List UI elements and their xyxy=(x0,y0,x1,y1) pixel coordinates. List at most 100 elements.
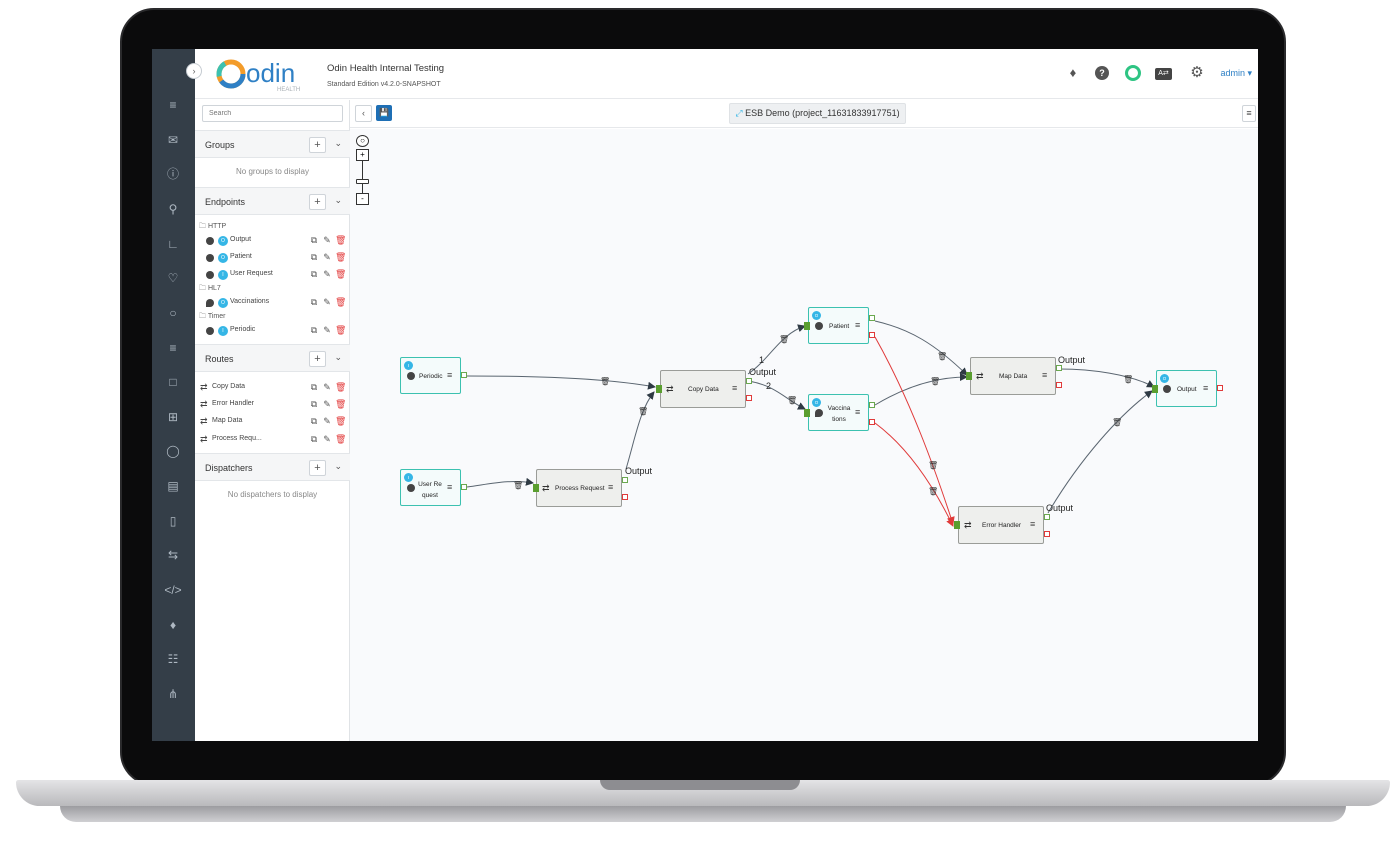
edit-icon[interactable]: ✎ xyxy=(323,416,331,426)
node-output[interactable]: O Output ≡ xyxy=(1156,370,1217,407)
search-input[interactable] xyxy=(202,105,343,122)
trash-icon[interactable]: 🗑 xyxy=(335,252,347,262)
node-menu-icon[interactable]: ≡ xyxy=(1203,383,1209,393)
trash-icon[interactable]: 🗑 xyxy=(335,382,347,392)
node-menu-icon[interactable]: ≡ xyxy=(447,482,453,492)
node-menu-icon[interactable]: ≡ xyxy=(447,370,453,380)
copy-icon[interactable]: ⧉ xyxy=(310,297,318,307)
edit-icon[interactable]: ✎ xyxy=(323,297,331,307)
node-menu-icon[interactable]: ≡ xyxy=(1030,519,1036,529)
endpoint-vaccinations[interactable]: O Vaccinations ⧉ ✎ 🗑 xyxy=(195,297,350,311)
chevron-down-icon[interactable]: ⌄ xyxy=(334,352,342,362)
node-patient[interactable]: O Patient ≡ xyxy=(808,307,869,344)
add-group-button[interactable]: + xyxy=(309,137,326,153)
project-title[interactable]: ⤢ ESB Demo (project_11631833917751) xyxy=(729,103,906,124)
input-port[interactable] xyxy=(966,372,972,380)
dashboard-icon[interactable]: ≡ xyxy=(169,98,177,112)
user-menu[interactable]: admin ▾ xyxy=(1220,68,1252,78)
input-port[interactable] xyxy=(656,385,662,393)
save-button[interactable]: 💾 xyxy=(376,105,392,121)
error-port[interactable] xyxy=(622,494,628,500)
error-port[interactable] xyxy=(869,419,875,425)
edit-icon[interactable]: ✎ xyxy=(323,252,331,262)
copy-icon[interactable]: ⧉ xyxy=(310,269,318,279)
node-map-data[interactable]: ⇄ Map Data ≡ xyxy=(970,357,1056,395)
copy-icon[interactable]: ⧉ xyxy=(310,235,318,245)
node-menu-icon[interactable]: ≡ xyxy=(855,407,861,417)
route-error-handler[interactable]: ⇄ Error Handler ⧉ ✎ 🗑 xyxy=(195,399,350,413)
output-port[interactable] xyxy=(461,372,467,378)
endpoint-output[interactable]: O Output ⧉ ✎ 🗑 xyxy=(195,235,350,249)
copy-icon[interactable]: ⧉ xyxy=(310,399,318,409)
collapse-sidebar-button[interactable]: › xyxy=(186,63,202,79)
flow-icon[interactable]: ⊞ xyxy=(167,410,179,424)
branch-icon[interactable]: ⋔ xyxy=(167,687,179,701)
input-port[interactable] xyxy=(533,484,539,492)
zoom-out-button[interactable]: - xyxy=(356,193,369,205)
node-user-request[interactable]: I User Re quest ≡ xyxy=(400,469,461,506)
folder-http[interactable]: 🗀 HTTP xyxy=(199,223,227,230)
zoom-slider-handle[interactable] xyxy=(356,179,369,184)
chevron-down-icon[interactable]: ⌄ xyxy=(334,461,342,471)
edit-icon[interactable]: ✎ xyxy=(323,434,331,444)
add-endpoint-button[interactable]: + xyxy=(309,194,326,210)
folder-timer[interactable]: 🗀 Timer xyxy=(199,313,226,320)
trash-icon[interactable]: 🗑 xyxy=(335,434,347,444)
hierarchy-icon[interactable]: ☷ xyxy=(167,652,179,666)
edit-icon[interactable]: ✎ xyxy=(323,399,331,409)
node-error-handler[interactable]: ⇄ Error Handler ≡ xyxy=(958,506,1044,544)
folder-hl7[interactable]: 🗀 HL7 xyxy=(199,285,221,292)
copy-icon[interactable]: ⧉ xyxy=(310,416,318,426)
list-icon[interactable]: ≡ xyxy=(169,341,177,355)
search-icon[interactable]: ⚲ xyxy=(168,202,178,216)
copy-icon[interactable]: ⧉ xyxy=(310,252,318,262)
help-icon[interactable]: ? xyxy=(1095,66,1109,80)
edit-icon[interactable]: ✎ xyxy=(323,269,331,279)
edit-icon[interactable]: ✎ xyxy=(323,325,331,335)
trash-icon[interactable]: 🗑 xyxy=(335,325,347,335)
heart-icon[interactable]: ♡ xyxy=(167,271,179,285)
edit-icon[interactable]: ✎ xyxy=(323,382,331,392)
copy-icon[interactable]: ⧉ xyxy=(310,325,318,335)
document-icon[interactable]: ▤ xyxy=(167,479,179,493)
mail-icon[interactable]: ✉ xyxy=(167,133,179,147)
error-port[interactable] xyxy=(1217,385,1223,391)
error-port[interactable] xyxy=(1044,531,1050,537)
endpoint-periodic[interactable]: I Periodic ⧉ ✎ 🗑 xyxy=(195,325,350,339)
output-port[interactable] xyxy=(869,402,875,408)
alert-icon[interactable]: ⓘ xyxy=(166,167,179,181)
output-port[interactable] xyxy=(869,315,875,321)
zoom-reset-button[interactable]: ○ xyxy=(356,135,369,147)
trash-icon[interactable]: 🗑 xyxy=(335,235,347,245)
trash-icon[interactable]: 🗑 xyxy=(335,399,347,409)
input-port[interactable] xyxy=(804,322,810,330)
bell-icon[interactable]: ♦ xyxy=(1069,65,1077,80)
code-icon[interactable]: </> xyxy=(164,583,182,597)
node-vaccinations[interactable]: O Vaccina tions ≡ xyxy=(808,394,869,431)
node-menu-icon[interactable]: ≡ xyxy=(608,482,614,492)
output-port[interactable] xyxy=(461,484,467,490)
transfer-icon[interactable]: ⇆ xyxy=(167,548,179,562)
node-menu-icon[interactable]: ≡ xyxy=(732,383,738,393)
route-map-data[interactable]: ⇄ Map Data ⧉ ✎ 🗑 xyxy=(195,416,350,430)
chart-icon[interactable]: ∟ xyxy=(167,237,179,251)
add-dispatcher-button[interactable]: + xyxy=(309,460,326,476)
input-port[interactable] xyxy=(1152,385,1158,393)
node-periodic[interactable]: I Periodic ≡ xyxy=(400,357,461,394)
route-copy-data[interactable]: ⇄ Copy Data ⧉ ✎ 🗑 xyxy=(195,382,350,396)
error-port[interactable] xyxy=(869,332,875,338)
output-port[interactable] xyxy=(1056,365,1062,371)
database-icon[interactable]: ◯ xyxy=(166,444,180,458)
node-process-request[interactable]: ⇄ Process Request ≡ xyxy=(536,469,622,507)
node-menu-icon[interactable]: ≡ xyxy=(1042,370,1048,380)
chevron-down-icon[interactable]: ⌄ xyxy=(334,138,342,148)
endpoint-user-request[interactable]: I User Request ⧉ ✎ 🗑 xyxy=(195,269,350,283)
briefcase-icon[interactable]: □ xyxy=(169,375,177,389)
node-copy-data[interactable]: ⇄ Copy Data ≡ xyxy=(660,370,746,408)
output-port[interactable] xyxy=(746,378,752,384)
edit-icon[interactable]: ✎ xyxy=(323,235,331,245)
node-menu-icon[interactable]: ≡ xyxy=(855,320,861,330)
bell-icon[interactable]: ♦ xyxy=(169,618,177,632)
map-icon[interactable]: ▯ xyxy=(169,514,177,528)
input-port[interactable] xyxy=(804,409,810,417)
